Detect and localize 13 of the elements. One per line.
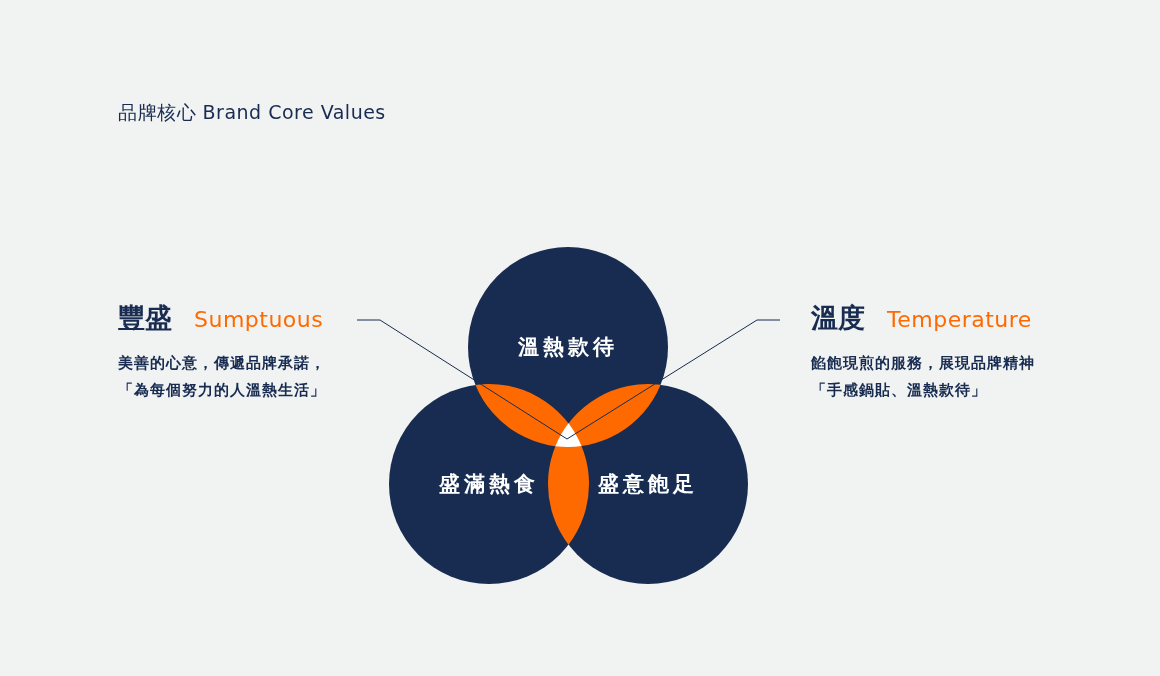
callout-subheading: Temperature: [887, 307, 1032, 332]
callout-subheading: Sumptuous: [194, 307, 324, 332]
callout-heading: 溫度: [811, 301, 865, 335]
circle-label: 盛滿熱食: [438, 470, 540, 498]
circle-label: 盛意飽足: [597, 470, 699, 498]
center-overlap-area: [555, 423, 582, 447]
section-heading: 品牌核心 Brand Core Values: [118, 100, 386, 125]
leader-line: [566, 319, 781, 440]
leader-line: [356, 319, 568, 440]
callout-description: 餡飽現煎的服務，展現品牌精神「手感鍋貼、溫熱款待」: [811, 353, 1036, 401]
callout-description: 美善的心意，傳遞品牌承諾，「為每個努力的人溫熱生活」: [118, 353, 327, 401]
callout-heading: 豐盛: [118, 301, 172, 335]
circle-label: 溫熱款待: [517, 333, 619, 361]
